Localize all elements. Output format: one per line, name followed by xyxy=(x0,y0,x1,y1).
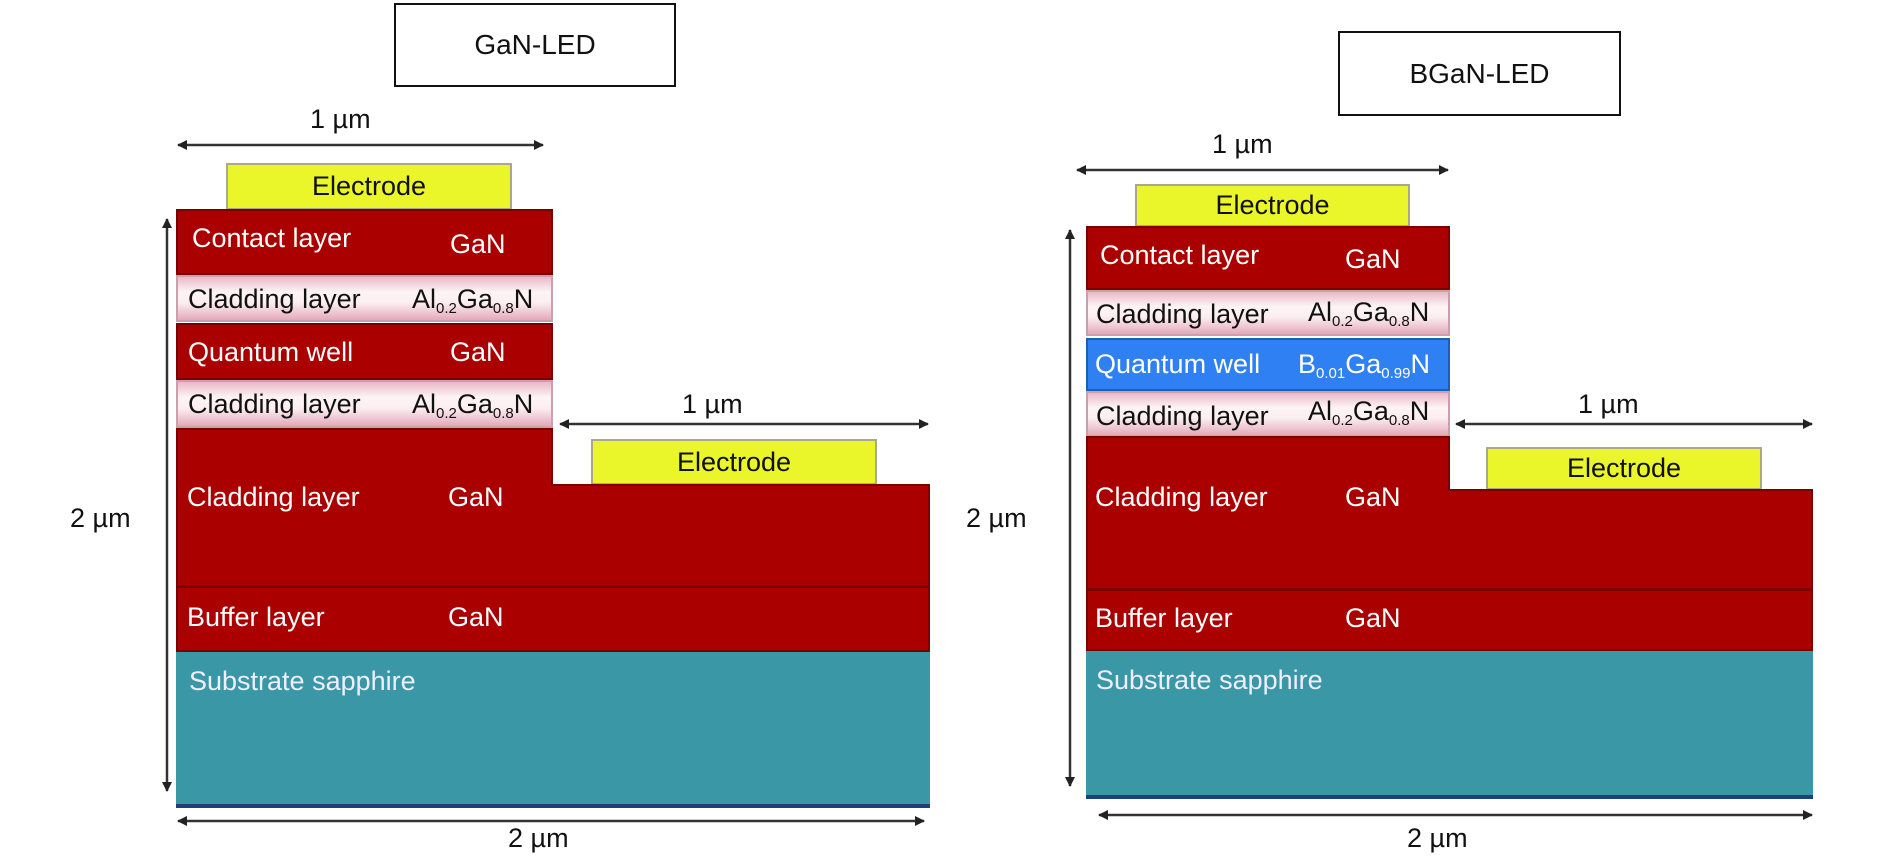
mesa-fill xyxy=(1088,438,1448,493)
contact-layer: Contact layer GaN xyxy=(1086,226,1450,290)
layer-material: GaN xyxy=(1345,244,1401,274)
layer-name: Cladding layer xyxy=(188,284,361,314)
buffer-layer: Buffer layer GaN xyxy=(1086,589,1813,651)
height-label: 2 µm xyxy=(70,503,131,533)
layer-name: Substrate sapphire xyxy=(1096,665,1323,695)
layer-material: GaN xyxy=(450,337,506,367)
total-width-label: 2 µm xyxy=(1407,823,1468,853)
cladding-gan-name: Cladding layer xyxy=(1095,482,1268,512)
panel-title: BGaN-LED xyxy=(1338,31,1621,116)
buffer-layer: Buffer layer GaN xyxy=(176,586,930,652)
quantum-well-layer: Quantum well B0.01Ga0.99N xyxy=(1086,338,1450,391)
total-width-label: 2 µm xyxy=(508,823,569,853)
layer-material: Al0.2Ga0.8N xyxy=(1308,297,1430,330)
layer-name: Contact layer xyxy=(192,223,352,253)
layer-name: Contact layer xyxy=(1100,240,1260,270)
cladding-gan-name: Cladding layer xyxy=(187,482,360,512)
layer-name: Quantum well xyxy=(188,337,354,367)
top-electrode: Electrode xyxy=(1135,184,1410,227)
layer-material: GaN xyxy=(450,229,506,259)
layer-material: Al0.2Ga0.8N xyxy=(412,284,534,317)
cladding-gan-layer xyxy=(1086,489,1813,590)
layer-name: Quantum well xyxy=(1095,349,1261,379)
layer-name: Buffer layer xyxy=(1095,603,1233,633)
cladding-gan-material: GaN xyxy=(448,482,504,512)
top-width-label: 1 µm xyxy=(310,104,371,134)
layer-material: GaN xyxy=(1345,603,1401,633)
substrate-layer: Substrate sapphire xyxy=(1086,651,1813,799)
quantum-well-layer: Quantum well GaN xyxy=(176,323,553,380)
substrate-layer: Substrate sapphire xyxy=(176,652,930,808)
layer-name: Buffer layer xyxy=(187,602,325,632)
cladding-layer-upper: Cladding layer Al0.2Ga0.8N xyxy=(176,275,553,322)
top-width-label: 1 µm xyxy=(1212,129,1273,159)
top-electrode: Electrode xyxy=(226,163,512,210)
mesa-fill xyxy=(178,430,551,490)
mesa-width-label: 1 µm xyxy=(682,389,743,419)
layer-material: Al0.2Ga0.8N xyxy=(412,389,534,422)
mesa-electrode: Electrode xyxy=(591,439,877,485)
cladding-gan-material: GaN xyxy=(1345,482,1401,512)
mesa-electrode: Electrode xyxy=(1486,447,1762,490)
cladding-layer-lower: Cladding layer Al0.2Ga0.8N xyxy=(176,380,553,428)
layer-material: B0.01Ga0.99N xyxy=(1298,349,1430,382)
cladding-layer-upper: Cladding layer Al0.2Ga0.8N xyxy=(1086,290,1450,336)
layer-name: Cladding layer xyxy=(188,389,361,419)
layer-name: Cladding layer xyxy=(1096,401,1269,431)
cladding-gan-layer xyxy=(176,484,930,587)
layer-material: GaN xyxy=(448,602,504,632)
cladding-layer-lower: Cladding layer Al0.2Ga0.8N xyxy=(1086,391,1450,437)
contact-layer: Contact layer GaN xyxy=(176,209,553,275)
mesa-width-label: 1 µm xyxy=(1578,389,1639,419)
height-label: 2 µm xyxy=(966,503,1027,533)
layer-name: Cladding layer xyxy=(1096,299,1269,329)
layer-name: Substrate sapphire xyxy=(189,666,416,696)
layer-material: Al0.2Ga0.8N xyxy=(1308,396,1430,429)
panel-title: GaN-LED xyxy=(394,3,676,87)
